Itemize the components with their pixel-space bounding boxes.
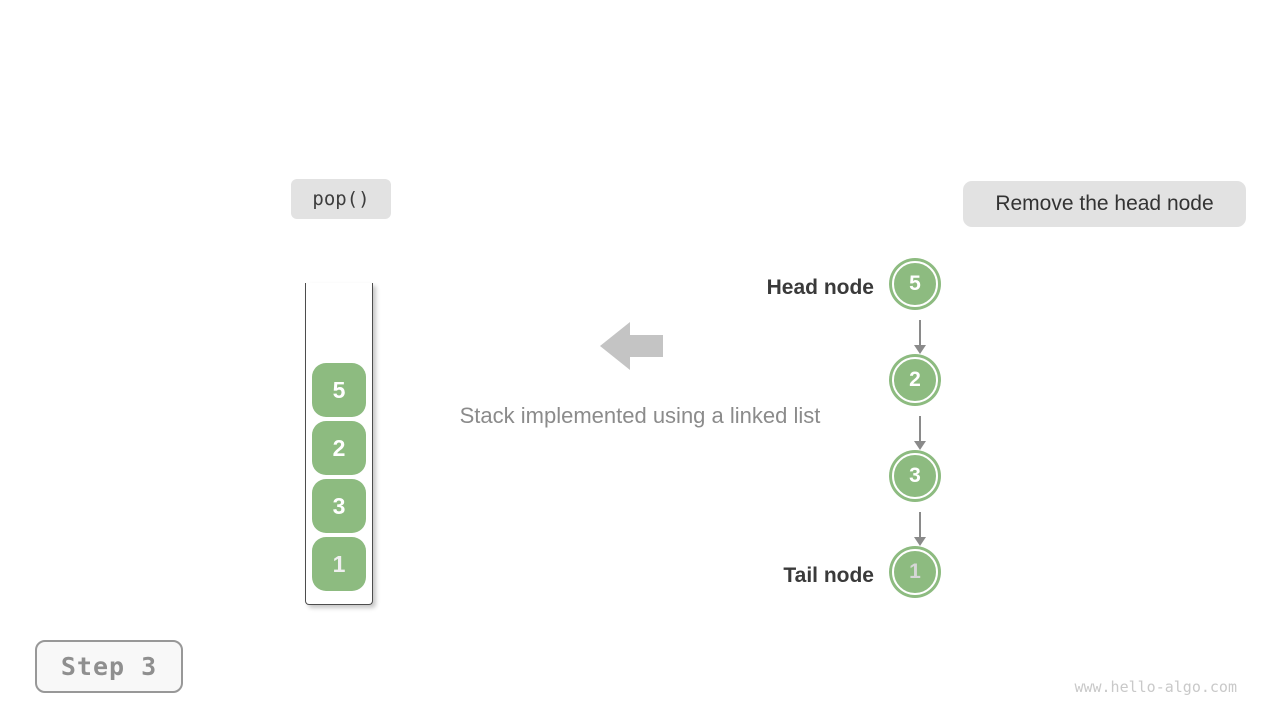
down-arrow-icon (919, 416, 921, 442)
action-description-label: Remove the head node (963, 181, 1246, 227)
linked-list-node: 3 (892, 453, 938, 499)
linked-list-node: 1 (892, 549, 938, 595)
stack-item: 1 (312, 537, 366, 591)
head-node-label: Head node (766, 276, 874, 299)
step-badge: Step 3 (35, 640, 183, 693)
down-arrow-icon (914, 441, 926, 450)
down-arrow-icon (919, 512, 921, 538)
down-arrow-icon (919, 320, 921, 346)
linked-list-node: 5 (892, 261, 938, 307)
tail-node-label: Tail node (783, 564, 874, 587)
down-arrow-icon (914, 537, 926, 546)
watermark: www.hello-algo.com (1074, 678, 1237, 696)
stack-item: 3 (312, 479, 366, 533)
down-arrow-icon (914, 345, 926, 354)
pop-operation-label: pop() (291, 179, 391, 219)
figure-caption: Stack implemented using a linked list (459, 403, 821, 428)
stack-item: 5 (312, 363, 366, 417)
left-block-arrow-icon (600, 322, 663, 370)
stack-item: 2 (312, 421, 366, 475)
linked-list-node: 2 (892, 357, 938, 403)
stack-container: 5 2 3 1 (305, 283, 373, 605)
